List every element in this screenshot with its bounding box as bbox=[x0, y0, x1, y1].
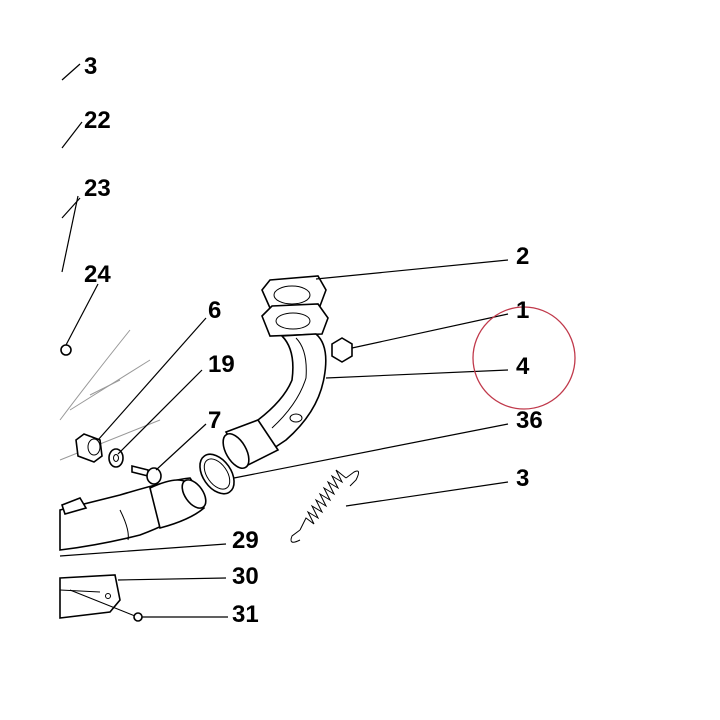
nut-6 bbox=[75, 433, 103, 463]
cap-nut-1 bbox=[331, 337, 353, 363]
heat-shield-30 bbox=[59, 574, 121, 619]
spring-3 bbox=[290, 469, 360, 543]
label-22: 22 bbox=[84, 107, 111, 134]
label-right-3: 3 bbox=[516, 465, 529, 492]
label-2: 2 bbox=[516, 243, 529, 270]
screw-31 bbox=[69, 589, 136, 617]
gasket-36 bbox=[199, 453, 235, 495]
flange-2 bbox=[261, 275, 327, 309]
leader-lines bbox=[59, 63, 509, 618]
label-1: 1 bbox=[516, 297, 529, 324]
highlight-circle bbox=[472, 306, 576, 410]
exhaust-pipe-assembly bbox=[222, 275, 353, 469]
left-partial-parts bbox=[59, 329, 207, 622]
label-19: 19 bbox=[208, 351, 235, 378]
fasteners-group bbox=[75, 433, 162, 485]
label-30: 30 bbox=[232, 563, 259, 590]
label-top-3: 3 bbox=[84, 53, 97, 80]
label-24: 24 bbox=[84, 261, 111, 288]
label-4: 4 bbox=[516, 353, 530, 380]
callout-labels: 3 22 23 24 6 19 7 2 1 4 36 3 29 30 31 bbox=[84, 53, 543, 628]
label-29: 29 bbox=[232, 527, 259, 554]
label-6: 6 bbox=[208, 297, 221, 324]
washer-19 bbox=[108, 448, 124, 468]
label-23: 23 bbox=[84, 175, 111, 202]
bolt-7 bbox=[131, 464, 149, 478]
label-36: 36 bbox=[516, 407, 543, 434]
bolt-24 bbox=[60, 344, 72, 356]
label-7: 7 bbox=[208, 407, 221, 434]
label-31: 31 bbox=[232, 601, 259, 628]
